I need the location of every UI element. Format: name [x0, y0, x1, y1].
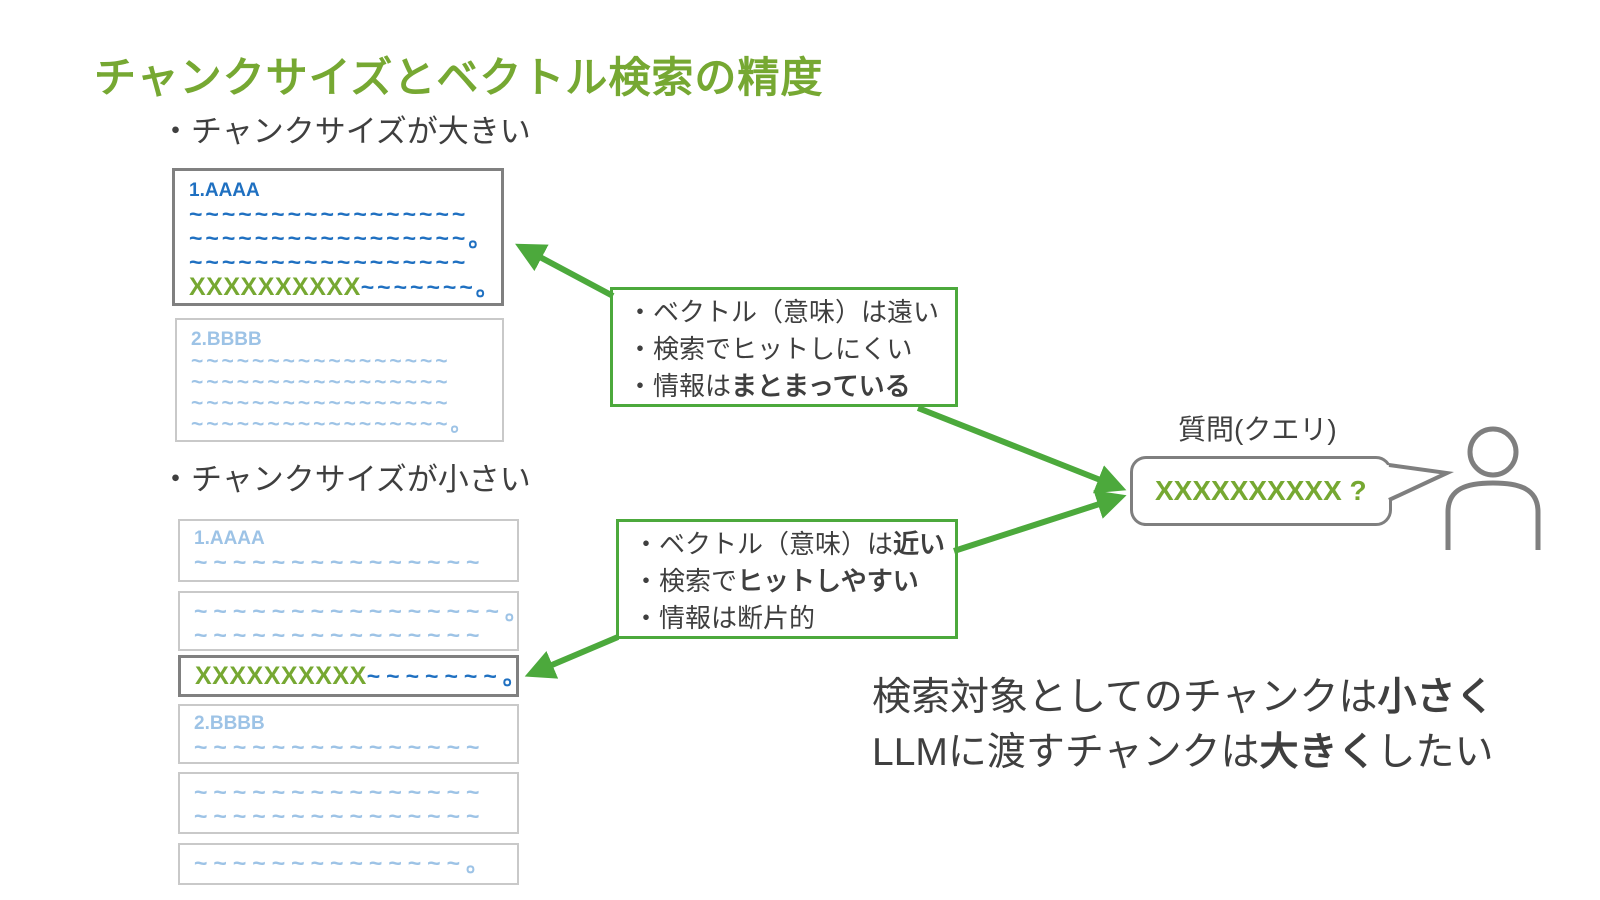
placeholder-line: ~~~~~~~~~~~~~~~~~。: [191, 413, 475, 436]
person-icon: [1445, 426, 1541, 550]
speech-bubble-tail: [1387, 463, 1455, 502]
heading-small-chunks: ・チャンクサイズが小さい: [160, 462, 531, 497]
arrow-near-to-small-chunk: [524, 634, 620, 679]
placeholder-tail: ~~~~~~~。: [360, 274, 502, 300]
heading-large-chunks: ・チャンクサイズが大きい: [160, 114, 531, 149]
conclusion-text: 検索対象としてのチャンクは小さく LLMに渡すチャンクは大きくしたい: [872, 670, 1494, 780]
placeholder-line: ~~~~~~~~~~~~~~~: [194, 734, 486, 760]
placeholder-line: ~~~~~~~~~~~~~~~: [194, 622, 486, 648]
chunk-box-small-4: ~~~~~~~~~~~~~~~ ~~~~~~~~~~~~~~~: [178, 772, 519, 834]
conclusion-line-2: LLMに渡すチャンクは大きくしたい: [872, 731, 1494, 774]
placeholder-line: ~~~~~~~~~~~~~~~~~。: [189, 225, 495, 251]
query-bubble: XXXXXXXXXX ?: [1130, 456, 1392, 526]
placeholder-line: ~~~~~~~~~~~~~~~~。: [194, 598, 519, 624]
chunk-box-large-1: 1.AAAA ~~~~~~~~~~~~~~~~~ ~~~~~~~~~~~~~~~…: [172, 168, 504, 306]
placeholder-line: ~~~~~~~~~~~~~~~: [194, 549, 486, 575]
query-label: 質問(クエリ): [1178, 414, 1337, 445]
chunk-box-small-1: 1.AAAA ~~~~~~~~~~~~~~~: [178, 519, 519, 582]
note-line: ・ベクトル（意味）は近い: [633, 529, 946, 559]
chunk-box-small-2: ~~~~~~~~~~~~~~~~。 ~~~~~~~~~~~~~~~: [178, 591, 519, 651]
conclusion-line-1: 検索対象としてのチャンクは小さく: [872, 676, 1495, 719]
placeholder-line: ~~~~~~~~~~~~~~~~~: [189, 201, 469, 227]
placeholder-line: ~~~~~~~~~~~~~~~~~: [191, 350, 451, 373]
note-box-small-chunk: ・ベクトル（意味）は近い ・検索でヒットしやすい ・情報は断片的: [616, 519, 958, 639]
arrow-near-to-query: [953, 490, 1127, 554]
chunk-box-small-3: 2.BBBB ~~~~~~~~~~~~~~~: [178, 704, 519, 764]
note-line: ・検索でヒットしにくい: [627, 334, 913, 364]
chunk-box-small-matched: XXXXXXXXXX~~~~~~~。: [178, 655, 519, 697]
chunk-label: 2.BBBB: [191, 329, 262, 350]
note-line: ・情報はまとまっている: [627, 371, 911, 401]
query-match-keyword: XXXXXXXXXX: [195, 662, 367, 690]
note-line: ・検索でヒットしやすい: [633, 566, 919, 596]
note-line: ・ベクトル（意味）は遠い: [627, 297, 940, 327]
placeholder-line: ~~~~~~~~~~~~~~。: [194, 850, 496, 876]
note-box-large-chunk: ・ベクトル（意味）は遠い ・検索でヒットしにくい ・情報はまとまっている: [610, 287, 958, 407]
chunk-label: 2.BBBB: [194, 713, 265, 734]
placeholder-line: ~~~~~~~~~~~~~~~: [194, 779, 486, 805]
chunk-box-large-2: 2.BBBB ~~~~~~~~~~~~~~~~~ ~~~~~~~~~~~~~~~…: [175, 318, 504, 442]
chunk-box-small-5: ~~~~~~~~~~~~~~。: [178, 843, 519, 885]
slide-title: チャンクサイズとベクトル検索の精度: [94, 54, 824, 101]
chunk-label: 1.AAAA: [189, 180, 260, 201]
arrow-far-to-large-chunk: [515, 243, 615, 299]
placeholder-tail: ~~~~~~~。: [366, 663, 519, 689]
query-text: XXXXXXXXXX ?: [1155, 475, 1367, 506]
matched-text-line: XXXXXXXXXX~~~~~~~。: [189, 273, 499, 303]
note-line: ・情報は断片的: [633, 603, 816, 633]
arrow-far-to-query: [916, 405, 1127, 494]
chunk-label: 1.AAAA: [194, 528, 265, 549]
matched-text-line: XXXXXXXXXX~~~~~~~。: [195, 662, 516, 693]
placeholder-line: ~~~~~~~~~~~~~~~~~: [191, 392, 451, 415]
placeholder-line: ~~~~~~~~~~~~~~~: [194, 803, 486, 829]
placeholder-line: ~~~~~~~~~~~~~~~~~: [189, 249, 469, 275]
placeholder-line: ~~~~~~~~~~~~~~~~~: [191, 371, 451, 394]
query-match-keyword: XXXXXXXXXX: [189, 273, 361, 301]
